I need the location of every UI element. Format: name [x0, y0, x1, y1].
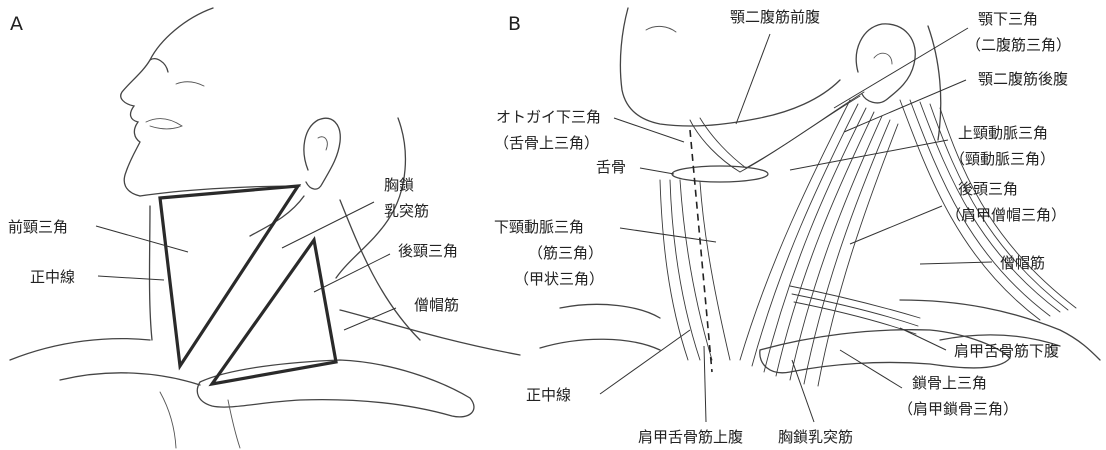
panel-a-head-outline — [10, 8, 520, 448]
label-hyoid: 舌骨 — [596, 158, 626, 176]
label-submandibular-line2: （二腹筋三角） — [966, 36, 1071, 54]
anterior-triangle-outline — [160, 186, 298, 366]
label-submental-line1: オトガイ下三角 — [496, 108, 601, 126]
leader-anterior-digastric — [736, 34, 770, 124]
hyoid-bone — [672, 166, 768, 182]
leader-supraclavicular — [840, 350, 902, 388]
leader-trapezius-a — [344, 308, 396, 330]
label-trapezius-b: 僧帽筋 — [1000, 254, 1045, 272]
label-anterior-digastric: 顎二腹筋前腹 — [730, 8, 820, 26]
label-posterior-digastric: 顎二腹筋後腹 — [978, 70, 1068, 88]
panel-a-letter: A — [10, 13, 23, 35]
leader-occipital — [850, 206, 942, 244]
label-submandibular-line1: 顎下三角 — [978, 10, 1038, 28]
leader-muscular — [620, 228, 716, 242]
label-trapezius-a: 僧帽筋 — [414, 296, 459, 314]
label-omohyoid-inferior: 肩甲舌骨筋下腹 — [954, 342, 1059, 360]
leader-submandibular — [834, 28, 968, 108]
posterior-triangle-outline — [212, 240, 336, 384]
omohyoid-inferior-fibers — [790, 286, 920, 334]
leader-omohyoid-superior — [704, 346, 706, 422]
label-anterior-triangle: 前頸三角 — [8, 218, 68, 236]
label-submental-line2: （舌骨上三角） — [494, 134, 599, 152]
label-scm-a-line1: 胸鎖 — [384, 176, 414, 194]
label-muscular-line2: （筋三角） — [528, 244, 603, 262]
label-midline-b: 正中線 — [526, 386, 571, 404]
label-muscular-line1: 下頸動脈三角 — [494, 218, 584, 236]
label-carotid-line1: 上頸動脈三角 — [958, 124, 1048, 142]
panel-a: A — [8, 8, 520, 448]
label-scm-b: 胸鎖乳突筋 — [778, 428, 853, 446]
leader-posterior-digastric — [844, 80, 966, 132]
label-muscular-line3: （甲状三角） — [514, 270, 604, 288]
panel-b: B — [494, 8, 1100, 446]
scm-muscle-fibers — [740, 100, 898, 386]
label-occipital-line1: 後頭三角 — [958, 180, 1018, 198]
label-posterior-triangle: 後頸三角 — [398, 242, 458, 260]
leader-anterior-triangle — [96, 226, 188, 252]
panel-b-letter: B — [508, 13, 521, 35]
label-scm-a-line2: 乳突筋 — [384, 202, 429, 220]
label-carotid-line2: （頸動脈三角） — [950, 150, 1055, 168]
label-supraclavicular-line2: （肩甲鎖骨三角） — [898, 400, 1018, 418]
label-occipital-line2: （肩甲僧帽三角） — [946, 206, 1066, 224]
leader-scm-a — [282, 202, 374, 248]
label-supraclavicular-line1: 鎖骨上三角 — [912, 374, 987, 392]
leader-hyoid — [640, 168, 674, 174]
leader-midline-a — [98, 276, 164, 280]
label-omohyoid-superior: 肩甲舌骨筋上腹 — [638, 428, 743, 446]
label-midline-a: 正中線 — [30, 268, 75, 286]
